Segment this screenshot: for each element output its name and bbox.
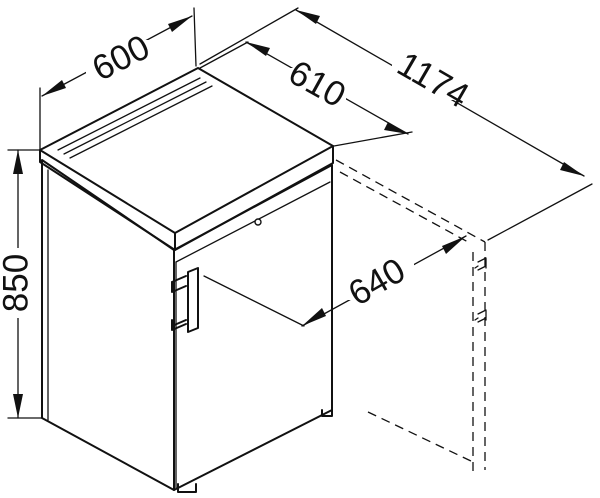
depth-label: 610: [282, 53, 352, 115]
door-handle-icon: [171, 267, 199, 333]
wall-hinge-icon-top: [474, 257, 487, 271]
dimension-width-600: 600: [39, 7, 197, 151]
width-label: 600: [86, 27, 156, 88]
height-label: 850: [0, 254, 35, 312]
dimension-depth-610: 610: [199, 41, 413, 147]
dashed-door-swing-outline: [335, 159, 486, 474]
dimension-height-850: 850: [0, 149, 43, 419]
wall-depth-label: 640: [342, 251, 412, 314]
depth-open-label: 1174: [391, 44, 476, 115]
refrigerator-body: [39, 67, 334, 493]
wall-hinge-icon-bottom: [474, 309, 487, 323]
